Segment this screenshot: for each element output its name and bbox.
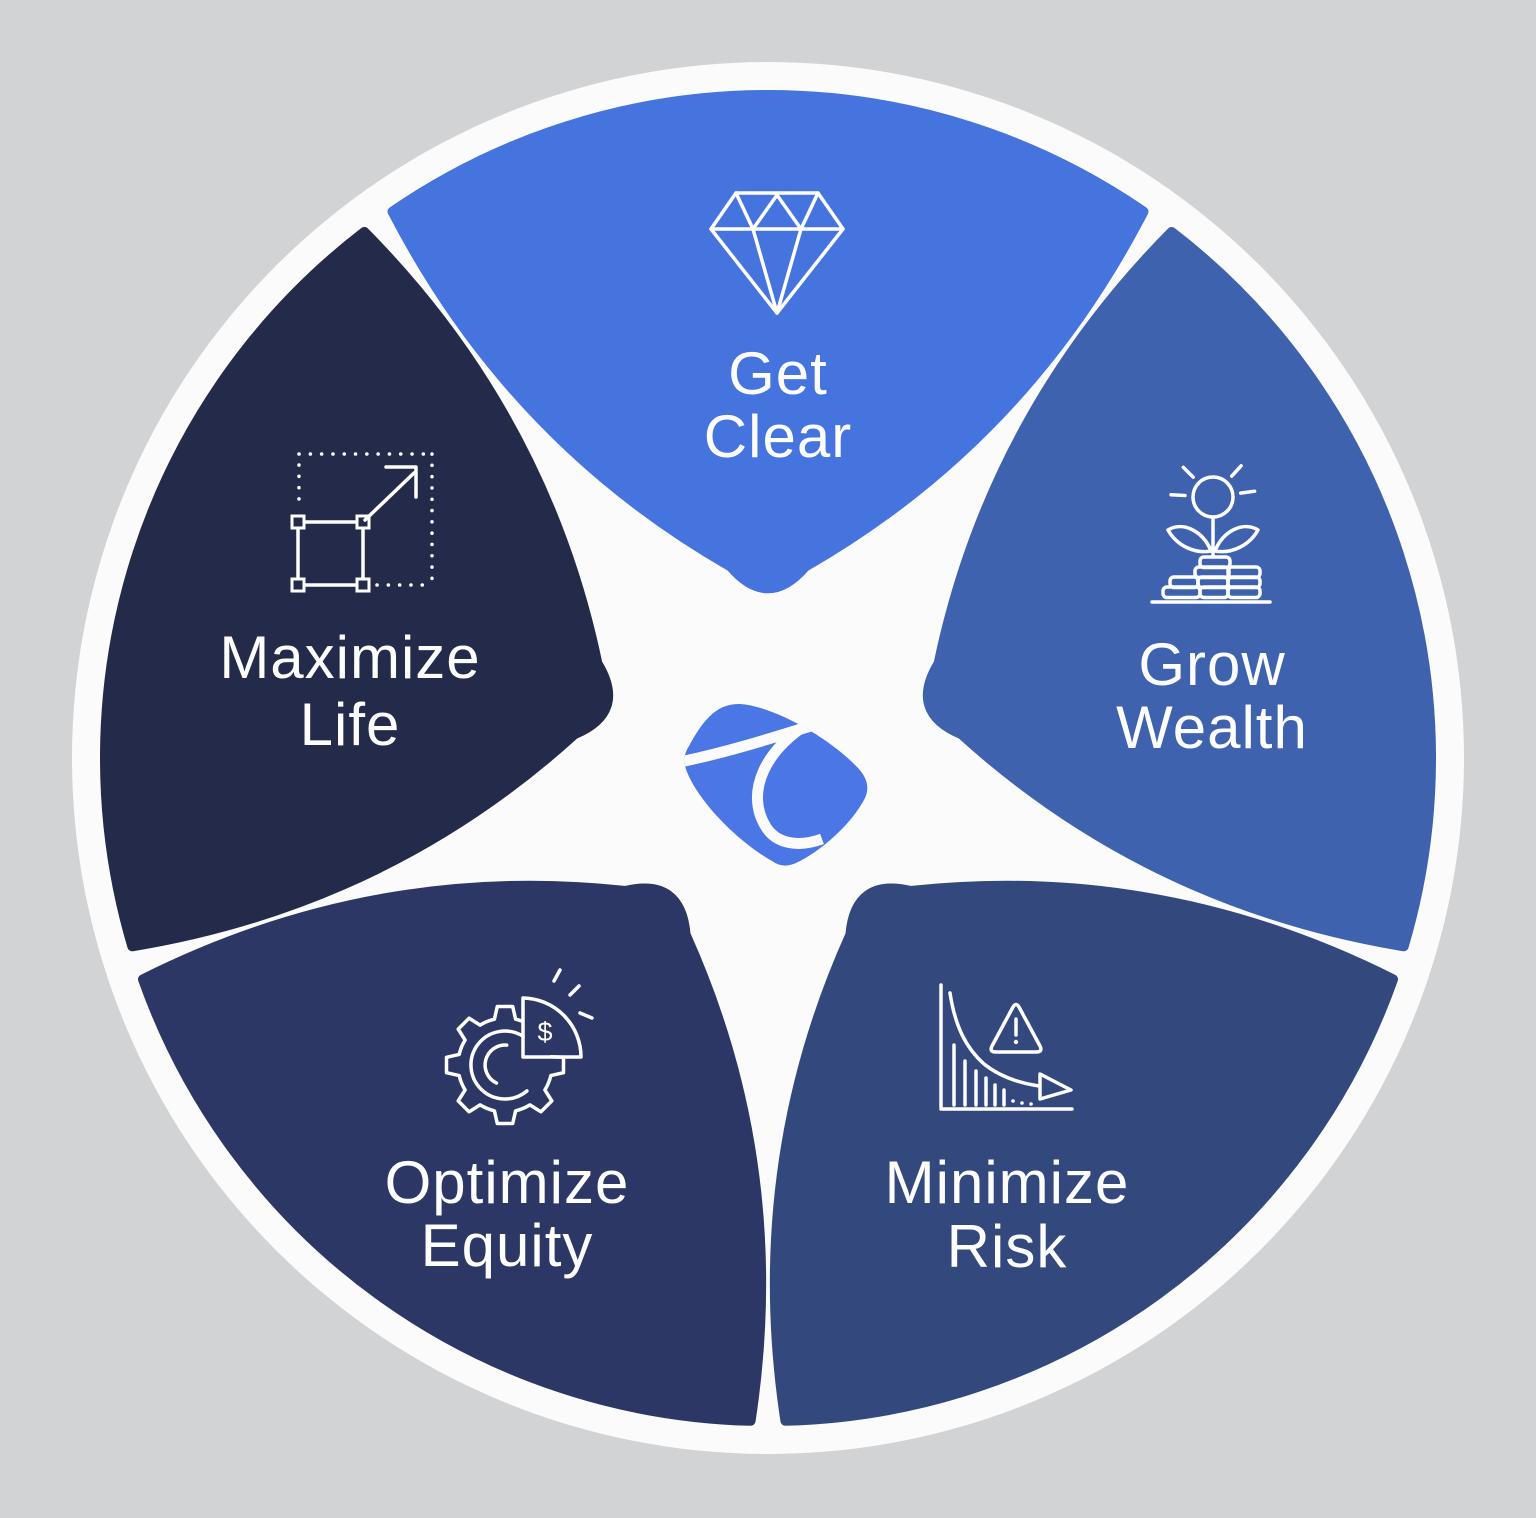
petals-layer xyxy=(100,90,1436,1426)
logo-layer xyxy=(684,703,868,866)
plant-coins-icon-right-leaf xyxy=(1213,524,1260,554)
scale-expand-handle-0 xyxy=(290,514,306,530)
declining-chart-curve xyxy=(948,991,1041,1088)
gear-pie-wedge xyxy=(521,996,583,1059)
petal-optimize-equity xyxy=(138,880,767,1426)
declining-chart-dot-0 xyxy=(1011,1099,1015,1103)
petal-label-minimize-risk-line2: Risk xyxy=(947,1213,1068,1280)
gear-pie-dollar-symbol: $ xyxy=(537,1017,552,1047)
scale-expand-square xyxy=(296,520,365,587)
scale-expand-icon xyxy=(290,452,434,593)
diamond-icon-outline xyxy=(709,191,845,315)
gear-pie-dollar-icon: $ xyxy=(444,968,594,1126)
logo-orbit-line-lower xyxy=(752,715,824,849)
gear-inner-arc-large xyxy=(469,1029,529,1101)
gear-pie-ray-1 xyxy=(568,984,581,997)
plant-coins-icon-ray-1 xyxy=(1181,465,1195,479)
plant-coins-icon-coin-8 xyxy=(1226,585,1262,600)
petal-label-grow-wealth-line1: Grow xyxy=(1138,631,1285,698)
petal-label-maximize-life-line2: Life xyxy=(300,691,401,758)
gear-inner-arc-small xyxy=(483,1043,509,1085)
plant-coins-icon xyxy=(1150,464,1272,604)
diamond-icon-crown-facets xyxy=(734,191,820,231)
diamond-icon-pavilion-facets xyxy=(751,227,803,315)
scale-expand-handle-2 xyxy=(290,577,306,593)
diamond-icon xyxy=(709,191,845,315)
plant-coins-icon-ray-2 xyxy=(1229,464,1243,478)
declining-chart-warning-icon xyxy=(939,983,1074,1111)
plant-coins-icon-ray-0 xyxy=(1169,493,1187,498)
petal-label-minimize-risk-line1: Minimize xyxy=(885,1149,1130,1216)
declining-chart-dot-1 xyxy=(1020,1101,1024,1105)
declining-chart-arrowhead xyxy=(1038,1072,1073,1101)
petal-label-maximize-life-line1: Maximize xyxy=(219,624,480,691)
scale-expand-handle-3 xyxy=(355,577,371,593)
warning-triangle xyxy=(989,1002,1043,1054)
icons-layer: $ xyxy=(290,191,1272,1126)
plant-coins-icon-left-leaf xyxy=(1166,524,1213,554)
plant-coins-icon-ray-3 xyxy=(1238,489,1257,495)
gear-outline xyxy=(444,1004,566,1126)
gear-pie-ray-2 xyxy=(578,1011,594,1020)
petal-label-get-clear-line1: Get xyxy=(728,340,828,407)
petal-minimize-risk xyxy=(769,880,1398,1426)
petal-label-optimize-equity-line1: Optimize xyxy=(385,1149,630,1216)
petal-label-get-clear-line2: Clear xyxy=(704,403,852,470)
scale-expand-arrow-head xyxy=(384,465,418,499)
scale-expand-arrow-shaft xyxy=(363,471,416,522)
declining-chart-dot-2 xyxy=(1029,1102,1033,1106)
globe-pick-logo xyxy=(684,703,868,866)
petal-label-optimize-equity-line2: Equity xyxy=(421,1212,594,1279)
petal-label-grow-wealth-line2: Wealth xyxy=(1116,694,1308,761)
warning-triangle-exclamation-dot xyxy=(1013,1039,1019,1045)
gear-pie-ray-0 xyxy=(552,968,562,983)
petal-get-clear xyxy=(387,90,1149,594)
